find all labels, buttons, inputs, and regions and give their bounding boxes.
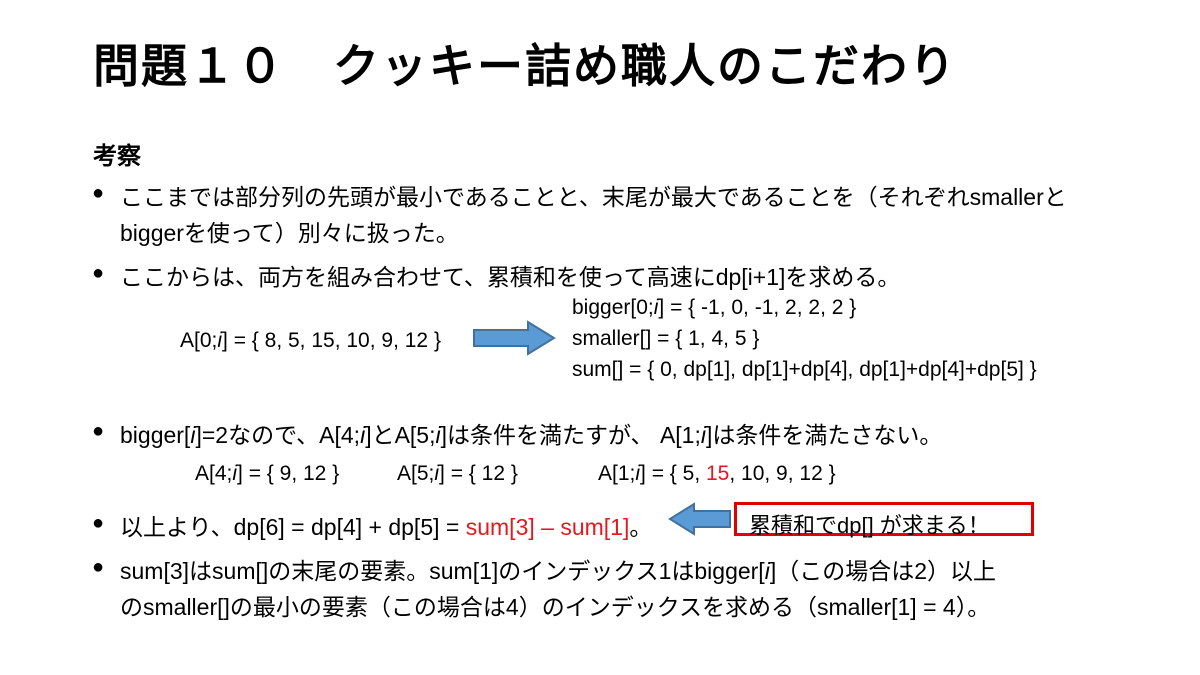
formula-bigger: bigger[0;i] = { -1, 0, -1, 2, 2, 2 } — [572, 296, 856, 320]
var-i: i — [653, 296, 659, 319]
formula-text: , 10, 9, 12 } — [729, 462, 836, 485]
text-span: sum[3]はsum[]の末尾の要素。sum[1]のインデックス1はbigger… — [120, 558, 765, 584]
bullet-3-line-1: bigger[i]=2なので、A[4;i]とA[5;i]は条件を満たすが、 A[… — [120, 416, 942, 450]
bullet-dot: ● — [92, 512, 105, 534]
formula-text: ] = { 12 } — [439, 462, 518, 485]
text-span: ]とA[5; — [365, 422, 436, 448]
var-i: i — [360, 422, 366, 448]
callout-box: 累積和でdp[] が求まる！ — [734, 502, 1034, 538]
formula-a1: A[1;i] = { 5, 15, 10, 9, 12 } — [598, 462, 836, 486]
formula-text: A[0; — [180, 329, 218, 352]
text-span: ]=2なので、A[4; — [195, 422, 361, 448]
bullet-4-line-1: 以上より、dp[6] = dp[4] + dp[5] = sum[3] – su… — [120, 508, 652, 542]
bullet-1-line-1: ここまでは部分列の先頭が最小であることと、末尾が最大であることを（それぞれsma… — [120, 184, 1067, 210]
var-i: i — [232, 462, 238, 485]
text-span: 以上より、dp[6] = dp[4] + dp[5] = — [120, 514, 466, 540]
slide-title: 問題１０ クッキー詰め職人のこだわり — [93, 40, 957, 92]
formula-smaller: smaller[] = { 1, 4, 5 } — [572, 327, 760, 350]
var-i: i — [635, 462, 641, 485]
var-i: i — [217, 329, 223, 352]
bullet-5-line-1: sum[3]はsum[]の末尾の要素。sum[1]のインデックス1はbigger… — [120, 552, 996, 586]
var-i: i — [190, 422, 196, 448]
text-span: ]（この場合は2）以上 — [769, 558, 997, 584]
bullet-1-line-2: biggerを使って）別々に扱った。 — [120, 220, 459, 246]
formula-text: A[5; — [397, 462, 435, 485]
text-span: 。 — [629, 514, 653, 540]
text-span: ]は条件を満たすが、 A[1; — [440, 422, 701, 448]
var-i: i — [435, 422, 441, 448]
text-span: bigger[ — [120, 422, 191, 448]
highlight-expression: sum[3] – sum[1] — [465, 514, 630, 540]
bullet-dot: ● — [92, 420, 105, 442]
right-arrow-icon — [472, 320, 556, 356]
formula-text: ] = { 5, — [640, 462, 706, 485]
formula-a5: A[5;i] = { 12 } — [397, 462, 518, 486]
var-i: i — [434, 462, 440, 485]
formula-text: A[1; — [598, 462, 636, 485]
formula-text: ] = { -1, 0, -1, 2, 2, 2 } — [658, 296, 857, 319]
bullet-2-line-1: ここからは、両方を組み合わせて、累積和を使って高速にdp[i+1]を求める。 — [120, 264, 901, 290]
formula-text: ] = { 9, 12 } — [237, 462, 340, 485]
formula-sum: sum[] = { 0, dp[1], dp[1]+dp[4], dp[1]+d… — [572, 358, 1037, 381]
var-i: i — [700, 422, 706, 448]
formula-text: bigger[0; — [572, 296, 654, 319]
left-arrow-icon — [668, 502, 732, 536]
bullet-5-line-2: のsmaller[]の最小の要素（この場合は4）のインデックスを求める（smal… — [120, 594, 991, 620]
formula-text: ] = { 8, 5, 15, 10, 9, 12 } — [222, 329, 441, 352]
highlight-value: 15 — [706, 462, 730, 485]
bullet-dot: ● — [92, 556, 105, 578]
formula-a4: A[4;i] = { 9, 12 } — [195, 462, 339, 486]
formula-text: A[4; — [195, 462, 233, 485]
var-i: i — [764, 558, 770, 584]
text-span: ]は条件を満たさない。 — [705, 422, 943, 448]
bullet-dot: ● — [92, 182, 105, 204]
formula-a0: A[0;i] = { 8, 5, 15, 10, 9, 12 } — [180, 329, 441, 353]
bullet-dot: ● — [92, 262, 105, 284]
section-heading: 考察 — [93, 143, 141, 170]
